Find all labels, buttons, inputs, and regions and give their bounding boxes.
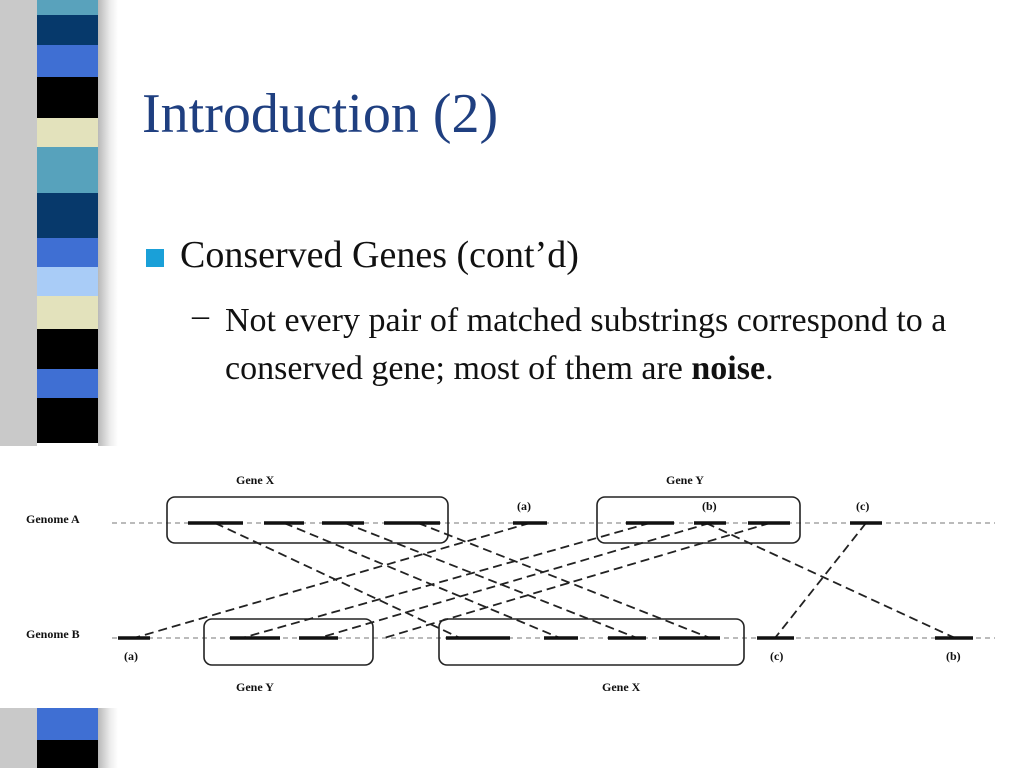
decorative-sidebar <box>0 0 118 768</box>
mark-b-bottom-label: (b) <box>946 649 961 663</box>
gene-x-bottom-label: Gene X <box>602 680 641 694</box>
genome-b-label: Genome B <box>26 627 80 641</box>
mark-b-top-label: (b) <box>702 499 717 513</box>
match-line-2 <box>283 522 561 639</box>
sidebar-stripe <box>37 0 98 15</box>
match-line-3 <box>344 522 638 639</box>
match-line-6 <box>241 522 651 639</box>
sub-bullet-bold-word: noise <box>691 350 766 387</box>
match-line-7 <box>318 522 711 639</box>
slide-title: Introduction (2) <box>142 83 499 145</box>
sidebar-stripe <box>37 77 98 118</box>
mark-c-bottom-label: (c) <box>770 649 783 663</box>
match-line-4 <box>417 522 711 639</box>
square-bullet-icon <box>146 249 164 267</box>
sidebar-stripes <box>37 0 98 768</box>
sidebar-stripe <box>37 369 98 398</box>
bullet-text: Conserved Genes (cont’d) <box>180 234 579 276</box>
sub-bullet-text-start: Not every pair of matched substrings cor… <box>225 302 947 387</box>
match-line-1 <box>214 522 461 639</box>
sidebar-stripe <box>37 296 98 329</box>
sub-bullet-text-end: . <box>765 350 774 387</box>
sidebar-stripe <box>37 267 98 296</box>
gene-x-box-bottom <box>438 618 745 666</box>
sidebar-stripe <box>37 193 98 238</box>
gene-y-box-top <box>596 496 801 544</box>
mark-c-top-label: (c) <box>856 499 869 513</box>
sidebar-stripe <box>37 238 98 267</box>
sidebar-stripe <box>37 15 98 45</box>
sidebar-stripe <box>37 118 98 147</box>
gene-x-box-top <box>166 496 449 544</box>
sidebar-stripe <box>37 708 98 740</box>
match-line-10 <box>774 522 867 639</box>
gene-y-box-bottom <box>203 618 374 666</box>
match-line-9 <box>705 522 956 639</box>
gene-y-bottom-label: Gene Y <box>236 680 274 694</box>
sidebar-stripe <box>37 398 98 443</box>
gene-y-top-label: Gene Y <box>666 473 704 487</box>
genome-a-label: Genome A <box>26 512 80 526</box>
sidebar-stripe <box>37 45 98 77</box>
sidebar-stripe <box>37 740 98 768</box>
mark-a-bottom-label: (a) <box>124 649 138 663</box>
gene-matching-figure: Genome A Genome B Gene X Gene Y Gene Y G… <box>0 446 1024 708</box>
sub-bullet-text: Not every pair of matched substrings cor… <box>225 297 985 393</box>
sidebar-stripe <box>37 329 98 369</box>
match-line-8 <box>383 522 771 639</box>
match-line-5 <box>133 522 531 639</box>
sub-bullet-dash: – <box>192 297 209 334</box>
sidebar-stripe <box>37 147 98 193</box>
gene-matching-diagram: Genome A Genome B Gene X Gene Y Gene Y G… <box>26 473 995 694</box>
gene-x-top-label: Gene X <box>236 473 275 487</box>
mark-a-top-label: (a) <box>517 499 531 513</box>
